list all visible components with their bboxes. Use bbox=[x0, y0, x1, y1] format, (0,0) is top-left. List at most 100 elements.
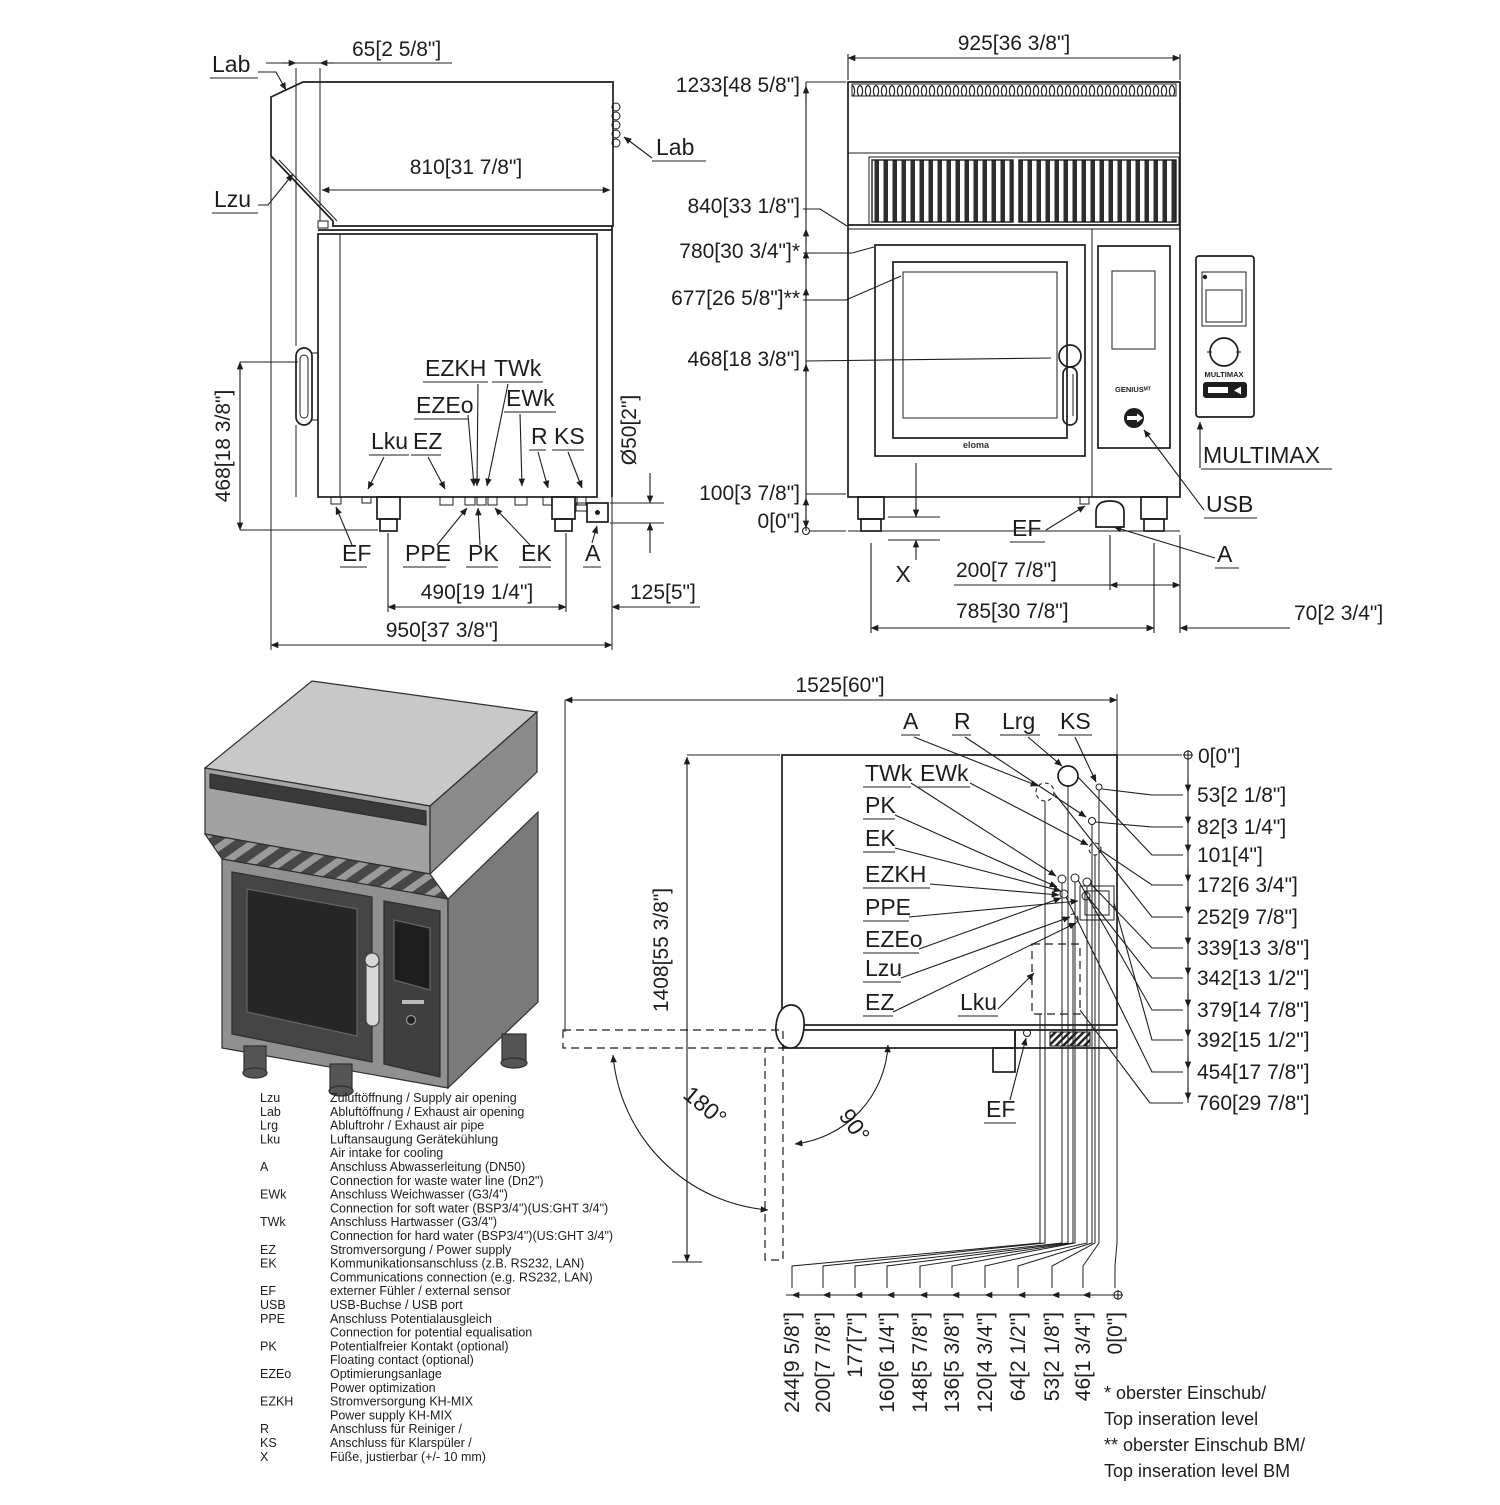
perspective-view bbox=[203, 680, 539, 1097]
dim-785: 785[30 7/8"] bbox=[956, 600, 1069, 623]
label-ezeo-side: EZEo bbox=[416, 392, 474, 418]
feet-3d bbox=[242, 1033, 528, 1097]
label-usb: USB bbox=[1206, 491, 1253, 517]
label-ef-side: EF bbox=[342, 540, 371, 566]
label-ek-plan: EK bbox=[865, 825, 896, 851]
bottom-dim-4: 148[5 7/8"] bbox=[909, 1312, 932, 1413]
legend-text: USB-Buchse / USB port bbox=[330, 1298, 463, 1312]
label-a-plan: A bbox=[903, 708, 919, 734]
front-view: eloma GENIUSᴹᵀ MULTIMAX MU bbox=[671, 32, 1383, 633]
label-pk-plan: PK bbox=[865, 792, 896, 818]
bottom-extension-lines bbox=[791, 786, 1118, 1288]
dim-d50: Ø50[2"] bbox=[618, 395, 641, 466]
legend-key: Lrg bbox=[260, 1119, 278, 1133]
right-dim-9: 454[17 7/8"] bbox=[1197, 1061, 1310, 1084]
label-r-plan: R bbox=[954, 708, 971, 734]
legend-key: PK bbox=[260, 1339, 277, 1353]
control-screen bbox=[1111, 270, 1156, 350]
legend-text: Optimierungsanlage bbox=[330, 1367, 442, 1381]
legend-text: Kommunikationsanschluss (z.B. RS232, LAN… bbox=[330, 1257, 584, 1271]
hood-side-3d bbox=[429, 710, 538, 876]
legend-text: Power optimization bbox=[330, 1381, 436, 1395]
label-ez-plan: EZ bbox=[865, 989, 894, 1015]
label-ez-side: EZ bbox=[413, 428, 442, 454]
door-open-180 bbox=[562, 1029, 784, 1049]
legend-text: Communications connection (e.g. RS232, L… bbox=[330, 1270, 593, 1284]
legend-key: EK bbox=[260, 1257, 277, 1271]
legend-text: Connection for potential equalisation bbox=[330, 1326, 532, 1340]
louver-panel-left bbox=[871, 159, 1014, 223]
bottom-dim-6: 120[4 3/4"] bbox=[974, 1312, 997, 1413]
door-window-3d bbox=[246, 888, 358, 1037]
label-ezkh-plan: EZKH bbox=[865, 861, 926, 887]
label-ef-plan: EF bbox=[986, 1096, 1015, 1122]
lku-vent-plan bbox=[1049, 1031, 1091, 1047]
right-dim-4: 252[9 7/8"] bbox=[1197, 906, 1298, 929]
label-twk-plan: TWk bbox=[865, 760, 913, 786]
right-dim-2: 101[4"] bbox=[1197, 844, 1263, 867]
door-closed-plan bbox=[782, 1029, 1016, 1049]
label-ek-side: EK bbox=[521, 540, 552, 566]
dim-468-front: 468[18 3/8"] bbox=[687, 348, 800, 371]
legend-text: Air intake for cooling bbox=[330, 1146, 443, 1160]
dim-70: 70[2 3/4"] bbox=[1294, 602, 1383, 625]
dim-677: 677[26 5/8"]** bbox=[671, 287, 800, 310]
right-dim-1: 82[3 1/4"] bbox=[1197, 816, 1286, 839]
dim-840: 840[33 1/8"] bbox=[687, 195, 800, 218]
door-handle-front bbox=[1058, 344, 1082, 426]
label-ppe-plan: PPE bbox=[865, 894, 911, 920]
dim-0-top: 0[0"] bbox=[1198, 745, 1240, 768]
dim-65: 65[2 5/8"] bbox=[352, 38, 441, 61]
label-multimax: MULTIMAX bbox=[1203, 442, 1320, 468]
body-side-3d bbox=[447, 810, 539, 1090]
oven-door-front bbox=[874, 244, 1086, 457]
label-a-front: A bbox=[1217, 541, 1233, 567]
legend-text: Luftansaugung Gerätekühlung bbox=[330, 1132, 498, 1146]
legend-text: Potentialfreier Kontakt (optional) bbox=[330, 1339, 509, 1353]
legend-text: externer Fühler / external sensor bbox=[330, 1284, 511, 1298]
footnotes: * oberster Einschub/ Top inseration leve… bbox=[1104, 1383, 1305, 1481]
legend-text: Anschluss Hartwasser (G3/4") bbox=[330, 1215, 497, 1229]
legend-text: Anschluss Weichwasser (G3/4") bbox=[330, 1188, 508, 1202]
bottom-dim-0: 244[9 5/8"] bbox=[781, 1312, 804, 1413]
side-connection-stubs bbox=[330, 496, 609, 532]
door-handle-side bbox=[295, 347, 318, 426]
dim-0-front: 0[0"] bbox=[758, 510, 800, 533]
control-panel bbox=[1097, 245, 1171, 449]
right-dim-8: 392[15 1/2"] bbox=[1197, 1029, 1310, 1052]
label-ezeo-plan: EZEo bbox=[865, 926, 923, 952]
right-dim-3: 172[6 3/4"] bbox=[1197, 874, 1298, 897]
legend-text: Abluftöffnung / Exhaust air opening bbox=[330, 1105, 524, 1119]
note-line-2: Top inseration level bbox=[1104, 1409, 1258, 1429]
label-lab-top: Lab bbox=[212, 51, 250, 77]
dim-125: 125[5"] bbox=[630, 581, 696, 604]
bottom-dim-9: 46[1 3/4"] bbox=[1072, 1312, 1095, 1401]
label-ks-side: KS bbox=[554, 423, 585, 449]
label-pk-side: PK bbox=[468, 540, 499, 566]
right-dim-0: 53[2 1/8"] bbox=[1197, 784, 1286, 807]
side-view: Lab 65[2 5/8"] Lzu 810[31 7/8"] Lab 468[… bbox=[210, 38, 706, 650]
label-a-side: A bbox=[585, 540, 601, 566]
hood-vent-strip-3d bbox=[209, 773, 427, 826]
label-ppe-side: PPE bbox=[405, 540, 451, 566]
dim-950: 950[37 3/8"] bbox=[386, 619, 499, 642]
note-line-3: ** oberster Einschub BM/ bbox=[1104, 1435, 1305, 1455]
dim-200: 200[7 7/8"] bbox=[956, 559, 1057, 582]
bottom-dim-7: 64[2 1/2"] bbox=[1007, 1312, 1030, 1401]
label-ezkh-side: EZKH bbox=[425, 355, 486, 381]
label-lab-right: Lab bbox=[656, 134, 694, 160]
legend-text: Anschluss Abwasserleitung (DN50) bbox=[330, 1160, 525, 1174]
plan-view: 1525[60"] 180° 90° EF 1408[55 3/8"] A R … bbox=[562, 674, 1310, 1413]
dim-490: 490[19 1/4"] bbox=[421, 581, 534, 604]
label-lzu-plan: Lzu bbox=[865, 955, 902, 981]
right-dim-6: 342[13 1/2"] bbox=[1197, 967, 1310, 990]
usb-port-icon bbox=[1124, 408, 1144, 428]
dim-468-side: 468[18 3/8"] bbox=[212, 390, 235, 503]
bottom-dim-5: 136[5 3/8"] bbox=[941, 1312, 964, 1413]
dim-1408: 1408[55 3/8"] bbox=[650, 888, 673, 1012]
legend-text: Floating contact (optional) bbox=[330, 1353, 474, 1367]
hood-outline-side bbox=[270, 81, 614, 227]
legend-key: TWk bbox=[260, 1215, 286, 1229]
